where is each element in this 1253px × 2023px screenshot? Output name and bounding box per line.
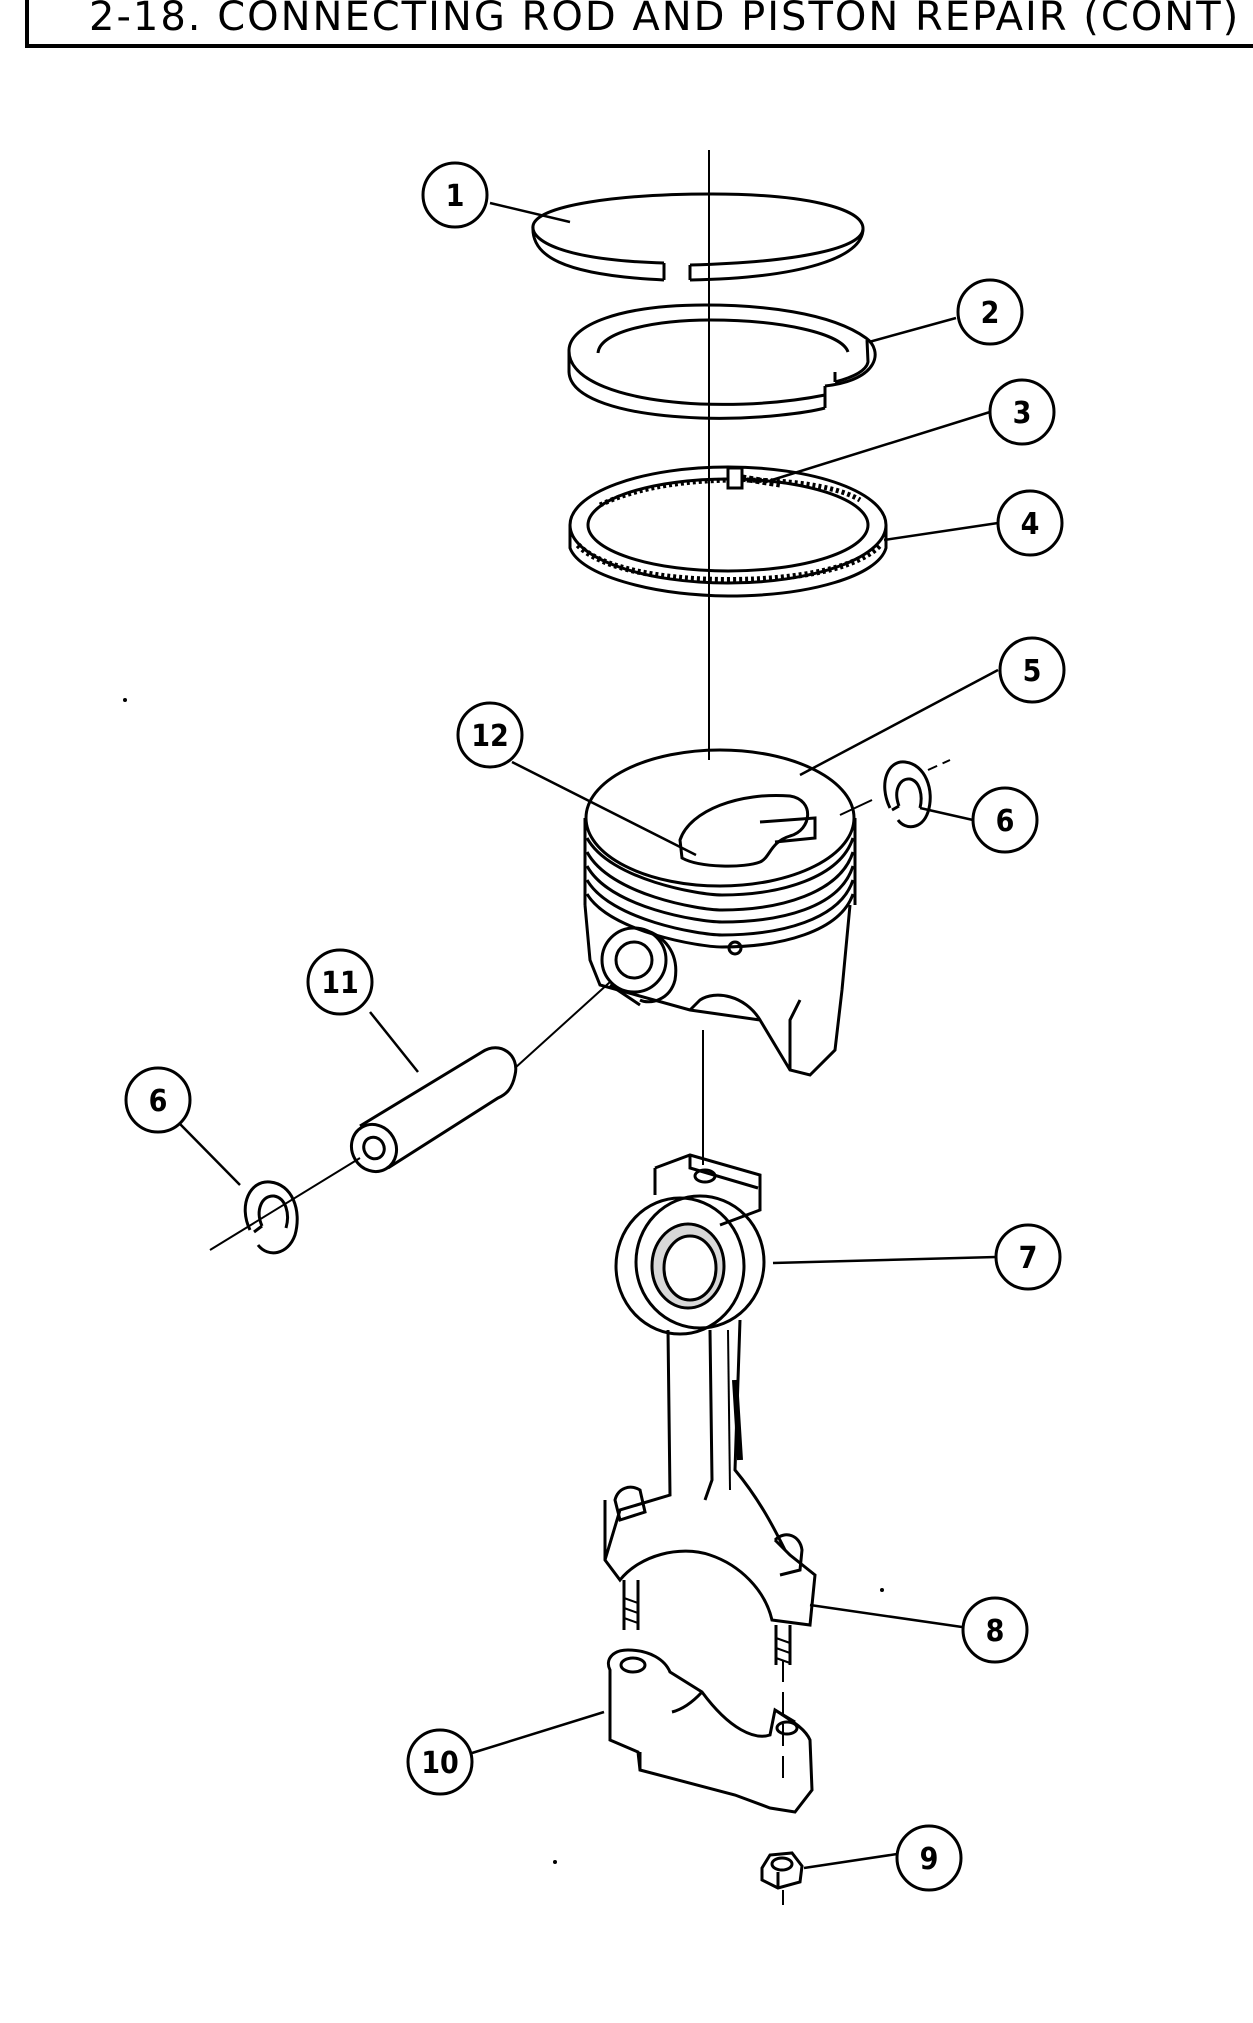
piston-pin (209, 981, 611, 1251)
callout-9: 9 (895, 1824, 963, 1892)
callout-1: 1 (421, 161, 489, 229)
section-title: 2-18. CONNECTING ROD AND PISTON REPAIR (… (89, 0, 1241, 40)
connecting-rod (603, 1153, 817, 1665)
callout-12-label: 12 (471, 719, 509, 754)
piston (583, 748, 857, 1077)
callout-12: 12 (456, 701, 524, 769)
callout-11: 11 (306, 948, 374, 1016)
callout-3: 3 (988, 378, 1056, 446)
callout-2: 2 (956, 278, 1024, 346)
callout-8-label: 8 (986, 1614, 1005, 1649)
callout-10-label: 10 (421, 1746, 459, 1781)
second-compression-ring (567, 303, 877, 420)
callout-6-left: 6 (124, 1066, 192, 1134)
snap-ring-right (839, 759, 951, 829)
callout-3-label: 3 (1013, 396, 1032, 431)
callout-1-label: 1 (446, 179, 465, 214)
callout-6-left-label: 6 (149, 1084, 168, 1119)
rod-nut (760, 1851, 804, 1890)
callout-6-right: 6 (971, 786, 1039, 854)
callout-7-label: 7 (1019, 1241, 1038, 1276)
callout-4-label: 4 (1021, 507, 1040, 542)
oil-ring-with-expander (568, 465, 888, 598)
callout-10: 10 (406, 1728, 474, 1796)
rod-cap (606, 1648, 814, 1814)
callout-6-right-label: 6 (996, 804, 1015, 839)
callout-8: 8 (961, 1596, 1029, 1664)
callout-9-label: 9 (920, 1842, 939, 1877)
scan-specks (123, 698, 884, 1864)
callout-5-label: 5 (1023, 654, 1042, 689)
snap-ring-left (243, 1180, 299, 1255)
callout-11-label: 11 (321, 966, 359, 1001)
callout-5: 5 (998, 636, 1066, 704)
section-header: 2-18. CONNECTING ROD AND PISTON REPAIR (… (25, 0, 1253, 48)
callout-2-label: 2 (981, 296, 1000, 331)
top-compression-ring (531, 192, 865, 282)
leader-lines (179, 201, 999, 1870)
callout-4: 4 (996, 489, 1064, 557)
center-axis (702, 150, 784, 1905)
callout-7: 7 (994, 1223, 1062, 1291)
